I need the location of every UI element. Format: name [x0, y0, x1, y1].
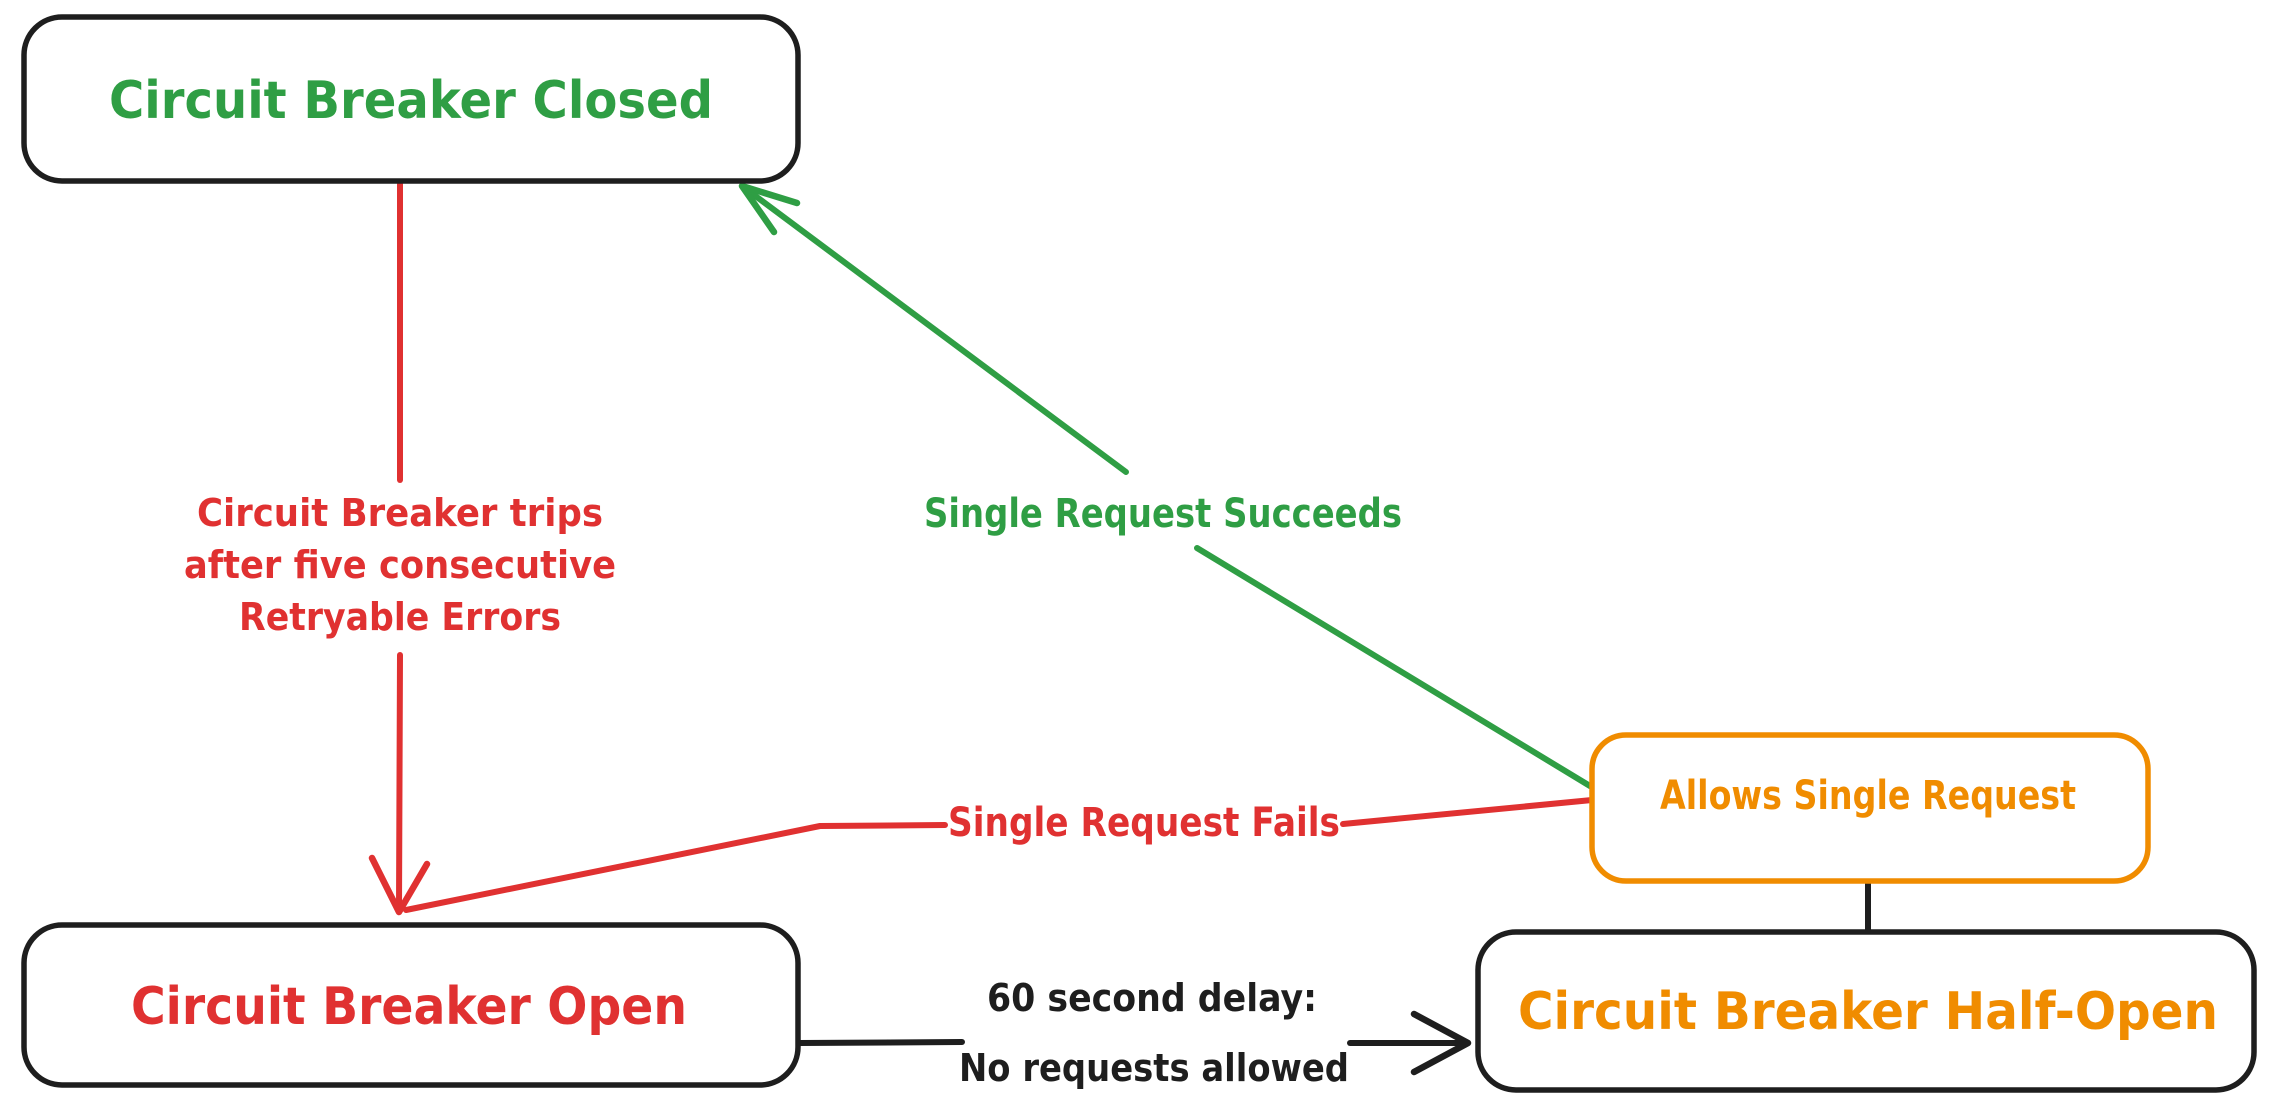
edge-succeeds [738, 182, 1593, 789]
edge-trip [368, 181, 431, 916]
node-half-open: Circuit Breaker Half-Open [1475, 929, 2257, 1093]
edge-delay-label: 60 second delay: No requests allowed [959, 976, 1349, 1090]
node-allows-single-request: Allows Single Request [1589, 732, 2151, 884]
edge-trip-segment-bottom [396, 652, 403, 911]
edge-succeeds-arrowhead [738, 182, 801, 236]
edge-fails-segment-right [1340, 797, 1595, 827]
edge-delay-label-line1: 60 second delay: [987, 976, 1317, 1020]
edge-trip-arrowhead [368, 854, 431, 916]
edge-delay-segment-left [797, 1039, 965, 1046]
edge-trip-label-line1: Circuit Breaker trips [197, 491, 603, 535]
node-allows-single-request-box [1589, 732, 2151, 884]
node-open-label: Circuit Breaker Open [131, 977, 687, 1037]
edge-succeeds-segment-upper [739, 183, 1129, 475]
edge-trip-label: Circuit Breaker trips after five consecu… [184, 491, 616, 639]
edge-delay-label-line2: No requests allowed [959, 1046, 1349, 1090]
node-half-open-box [1475, 929, 2257, 1093]
edge-succeeds-label: Single Request Succeeds [924, 491, 1402, 537]
node-closed: Circuit Breaker Closed [21, 14, 801, 184]
edge-trip-label-line2: after five consecutive [184, 543, 616, 587]
node-open-box [21, 922, 801, 1088]
edge-succeeds-segment-lower [1194, 545, 1593, 789]
node-closed-box [21, 14, 801, 184]
edge-delay-arrowhead [1410, 1010, 1472, 1076]
edge-fails-label: Single Request Fails [948, 800, 1340, 846]
edge-delay [797, 1010, 1472, 1076]
node-half-open-label: Circuit Breaker Half-Open [1518, 982, 2218, 1042]
edge-fails-segment-left [403, 822, 948, 913]
node-allows-single-request-label: Allows Single Request [1660, 773, 2076, 819]
node-closed-label: Circuit Breaker Closed [109, 71, 713, 131]
node-open: Circuit Breaker Open [21, 922, 801, 1088]
edge-fails [403, 797, 1595, 913]
edge-trip-label-line3: Retryable Errors [239, 595, 561, 639]
